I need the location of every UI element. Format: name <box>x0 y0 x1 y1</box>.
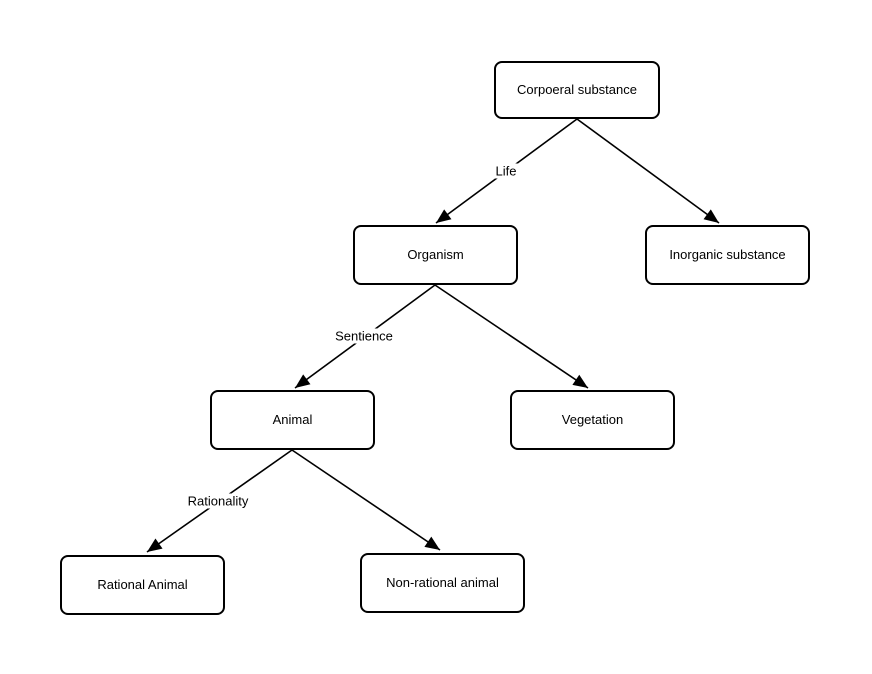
node-label-non-rational-animal: Non-rational animal <box>386 575 499 591</box>
node-label-organism: Organism <box>407 247 464 263</box>
node-vegetation[interactable]: Vegetation <box>510 390 675 450</box>
edge-organism-vegetation <box>434 284 589 389</box>
node-organism[interactable]: Organism <box>353 225 518 285</box>
node-label-animal: Animal <box>272 412 313 428</box>
edge-label-life: Life <box>492 163 520 179</box>
node-label-corporeal-substance: Corpoeral substance <box>517 82 637 98</box>
edge-label-sentience: Sentience <box>332 328 396 344</box>
node-corporeal-substance[interactable]: Corpoeral substance <box>494 61 660 119</box>
node-label-rational-animal: Rational Animal <box>97 577 188 593</box>
edge-corporeal-inorganic <box>576 118 720 224</box>
node-animal[interactable]: Animal <box>210 390 375 450</box>
node-label-vegetation: Vegetation <box>561 412 624 428</box>
edge-label-rationality: Rationality <box>184 493 252 509</box>
node-label-inorganic-substance: Inorganic substance <box>669 247 786 263</box>
node-inorganic-substance[interactable]: Inorganic substance <box>645 225 810 285</box>
node-rational-animal[interactable]: Rational Animal <box>60 555 225 615</box>
node-non-rational-animal[interactable]: Non-rational animal <box>360 553 525 613</box>
edge-animal-nonrational <box>291 449 441 551</box>
